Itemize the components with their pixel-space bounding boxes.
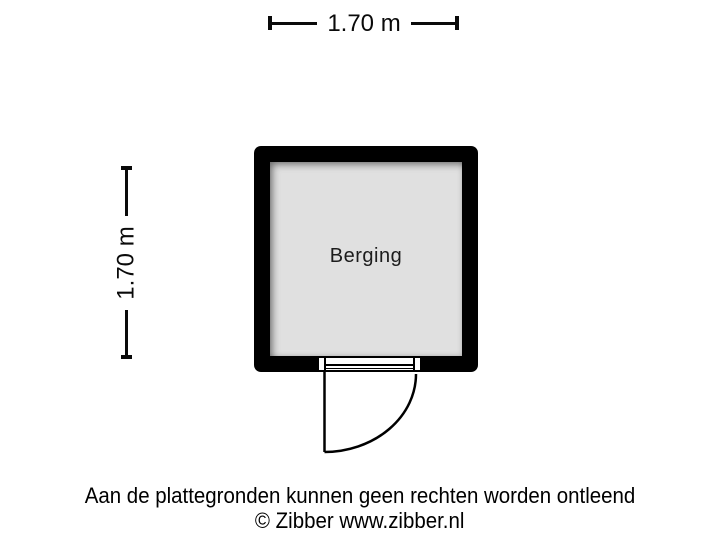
room-floor: Berging xyxy=(270,162,462,356)
room-label: Berging xyxy=(329,244,403,267)
dimension-top-tick-right xyxy=(455,16,459,30)
door-sill xyxy=(326,356,413,372)
disclaimer-text: Aan de plattegronden kunnen geen rechten… xyxy=(84,483,636,508)
door-jamb-left xyxy=(317,356,326,372)
dimension-left-tick-bottom xyxy=(121,355,132,359)
door-jamb-right xyxy=(413,356,422,372)
door-swing-arc xyxy=(324,373,418,454)
dimension-left-label-text: 1.70 m xyxy=(112,226,140,300)
dimension-top-tick-left xyxy=(268,16,272,30)
dimension-top-label: 1.70 m xyxy=(317,8,411,40)
dimension-left-tick-top xyxy=(121,166,132,170)
door-sill-line xyxy=(326,364,413,366)
room-berging: Berging xyxy=(254,146,478,372)
copyright-text: © Zibber www.zibber.nl xyxy=(255,508,465,533)
door-threshold xyxy=(317,356,422,372)
dimension-left-label: 1.70 m xyxy=(109,216,144,310)
footer: Aan de plattegronden kunnen geen rechten… xyxy=(0,483,720,533)
door-sill-line xyxy=(326,367,413,369)
